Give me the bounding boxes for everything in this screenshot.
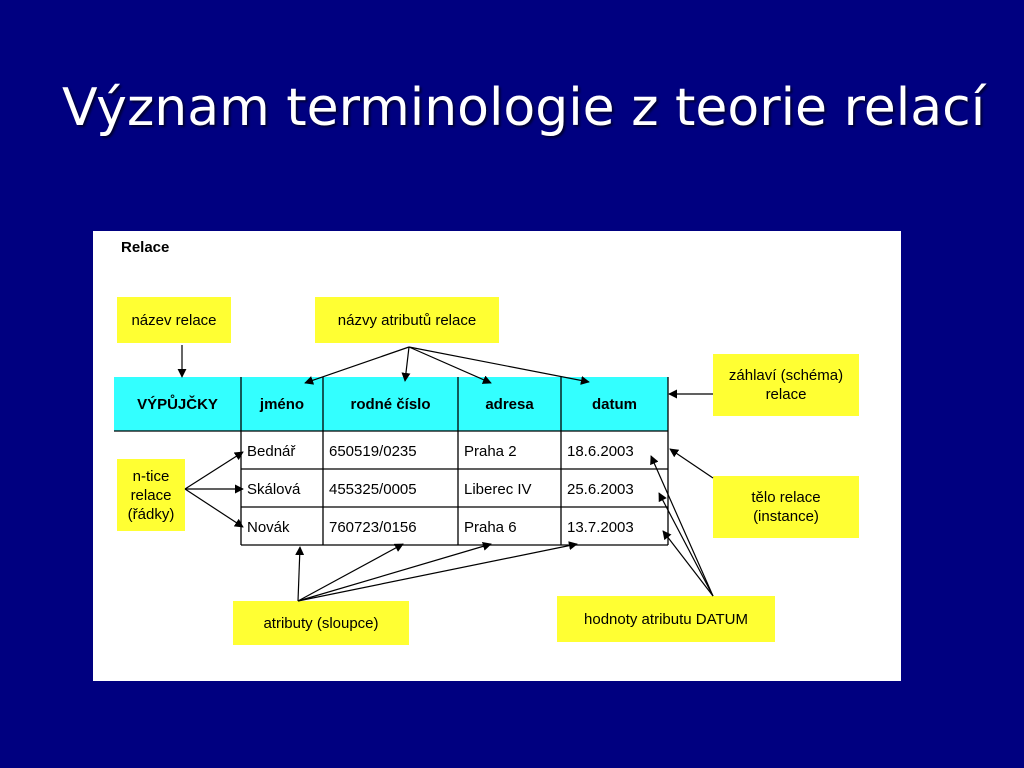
table-cell: 25.6.2003 (567, 480, 634, 498)
table-cell: 760723/0156 (329, 518, 417, 536)
table-cell: 650519/0235 (329, 442, 417, 460)
table-cell: Skálová (247, 480, 301, 498)
table-cell: 455325/0005 (329, 480, 417, 498)
table-cell: Novák (247, 518, 290, 536)
table-cell: Praha 6 (464, 518, 517, 536)
table-grid (114, 377, 669, 546)
callout-datum-values: hodnoty atributu DATUM (557, 596, 775, 642)
diagram-caption: Relace (121, 239, 170, 256)
table-cell: Bednář (247, 442, 296, 460)
header-cell-adresa: adresa (485, 395, 534, 413)
callout-relation-name: název relace (117, 297, 231, 343)
diagram-lines (114, 345, 714, 602)
slide-title: Význam terminologie z teorie relací (62, 78, 986, 138)
callout-tuples: n-tice relace (řádky) (117, 459, 185, 531)
header-cell-datum: datum (592, 395, 637, 413)
callout-attribute-names: názvy atributů relace (315, 297, 499, 343)
arrows (177, 345, 714, 602)
table-cell: Liberec IV (464, 480, 532, 498)
relation-header (114, 377, 668, 431)
table-cell: Praha 2 (464, 442, 517, 460)
table-cell: 18.6.2003 (567, 442, 634, 460)
header-cell-rodne-cislo: rodné číslo (350, 395, 431, 413)
relation-name-cell: VÝPŮJČKY (137, 395, 218, 413)
header-cell-jmeno: jméno (259, 395, 305, 413)
callout-attributes: atributy (sloupce) (233, 601, 409, 645)
relation-diagram: Relace název relace názvy atributů relac… (93, 231, 901, 681)
callout-header-schema: záhlaví (schéma) relace (713, 354, 859, 416)
table-cell: 13.7.2003 (567, 518, 634, 536)
callout-relation-body: tělo relace (instance) (713, 476, 859, 538)
